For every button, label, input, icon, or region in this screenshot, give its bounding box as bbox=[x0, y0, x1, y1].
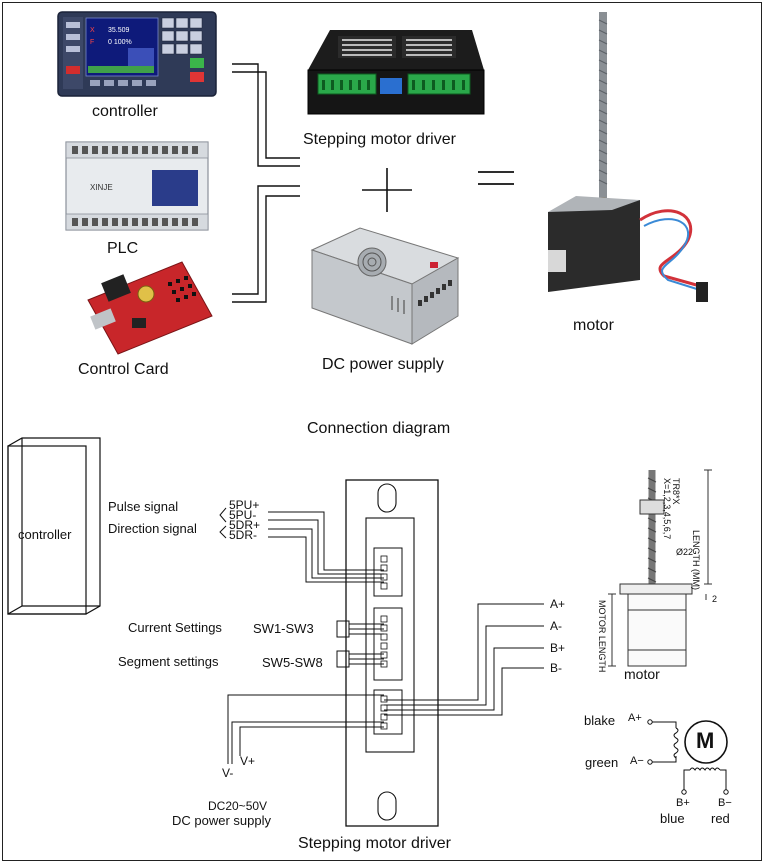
controller-screen-value: 35.509 bbox=[108, 27, 130, 34]
diagram-title: Connection diagram bbox=[307, 420, 451, 437]
wire-a-minus-label: A− bbox=[630, 755, 644, 767]
driver-device-image bbox=[307, 30, 485, 115]
direction-signal-label: Direction signal bbox=[108, 521, 197, 536]
wire-blake-label: blake bbox=[584, 713, 616, 728]
plc-brand: XINJE bbox=[90, 183, 113, 192]
svg-text:F: F bbox=[90, 39, 94, 46]
control-card-caption: Control Card bbox=[78, 361, 169, 378]
power-supply-image bbox=[310, 227, 460, 345]
wire-blue-label: blue bbox=[660, 811, 685, 826]
output-a-minus: A- bbox=[550, 619, 562, 633]
motor-device-image bbox=[548, 12, 708, 302]
diagram-controller-box bbox=[7, 437, 101, 615]
power-supply-label: DC power supply bbox=[172, 813, 271, 828]
plc-device-image: XINJE bbox=[65, 141, 209, 231]
segment-settings-label: Segment settings bbox=[118, 654, 219, 669]
pin-dr-plus: 5DR+ bbox=[229, 518, 261, 532]
power-range-label: DC20~50V bbox=[208, 799, 268, 813]
control-card-image bbox=[87, 261, 213, 355]
motor-technical-drawing bbox=[608, 469, 712, 667]
wire-b-minus-label: B− bbox=[718, 797, 732, 809]
diagram-driver-body bbox=[345, 479, 439, 827]
power-wires bbox=[227, 694, 384, 764]
current-switches-label: SW1-SW3 bbox=[253, 621, 314, 636]
motor-caption: motor bbox=[573, 317, 614, 334]
equals-symbol bbox=[478, 171, 514, 185]
svg-text:X: X bbox=[90, 27, 95, 34]
driver-caption: Stepping motor driver bbox=[303, 131, 456, 148]
output-a-plus: A+ bbox=[550, 597, 566, 611]
output-wires bbox=[384, 603, 544, 716]
switch-wires bbox=[336, 620, 384, 668]
motor-symbol-m: M bbox=[696, 728, 715, 753]
power-caption: DC power supply bbox=[322, 356, 444, 373]
pin-pu-plus: 5PU+ bbox=[229, 498, 260, 512]
current-settings-label: Current Settings bbox=[128, 620, 222, 635]
diagram-driver-label: Stepping motor driver bbox=[298, 835, 451, 852]
wiring-schematic bbox=[647, 719, 729, 795]
dim-x-values: X=1,2,3,4,5,6,7 bbox=[662, 478, 672, 540]
pin-brackets bbox=[219, 507, 227, 539]
controller-device-image: X 35.509 F 0 100% bbox=[57, 11, 217, 97]
output-b-plus: B+ bbox=[550, 641, 566, 655]
dim-motor-length: MOTOR LENGTH bbox=[597, 600, 607, 673]
wire-b-plus-label: B+ bbox=[676, 797, 690, 809]
controller-caption: controller bbox=[92, 103, 158, 120]
controller-screen-percent: 0 100% bbox=[108, 39, 132, 46]
dim-shoulder: 2 bbox=[712, 594, 718, 604]
signal-wires bbox=[268, 511, 384, 583]
dim-tr: TR8*X bbox=[671, 478, 681, 505]
dim-length: LENGTH (MM) bbox=[691, 530, 701, 590]
wire-green-label: green bbox=[585, 755, 619, 770]
controller-box-label: controller bbox=[18, 527, 72, 542]
diagram-motor-label: motor bbox=[624, 666, 660, 682]
segment-switches-label: SW5-SW8 bbox=[262, 655, 323, 670]
bracket-lines bbox=[232, 63, 300, 303]
plus-symbol bbox=[362, 168, 412, 212]
pin-pu-minus: 5PU- bbox=[229, 508, 257, 522]
v-minus-label: V- bbox=[222, 766, 234, 780]
pin-dr-minus: 5DR- bbox=[229, 528, 258, 542]
v-plus-label: V+ bbox=[240, 754, 256, 768]
wire-red-label: red bbox=[711, 811, 730, 826]
dim-diameter: Ø22 bbox=[676, 547, 694, 557]
pulse-signal-label: Pulse signal bbox=[108, 499, 179, 514]
output-b-minus: B- bbox=[550, 661, 562, 675]
plc-caption: PLC bbox=[107, 240, 139, 257]
wire-a-plus-label: A+ bbox=[628, 712, 642, 724]
